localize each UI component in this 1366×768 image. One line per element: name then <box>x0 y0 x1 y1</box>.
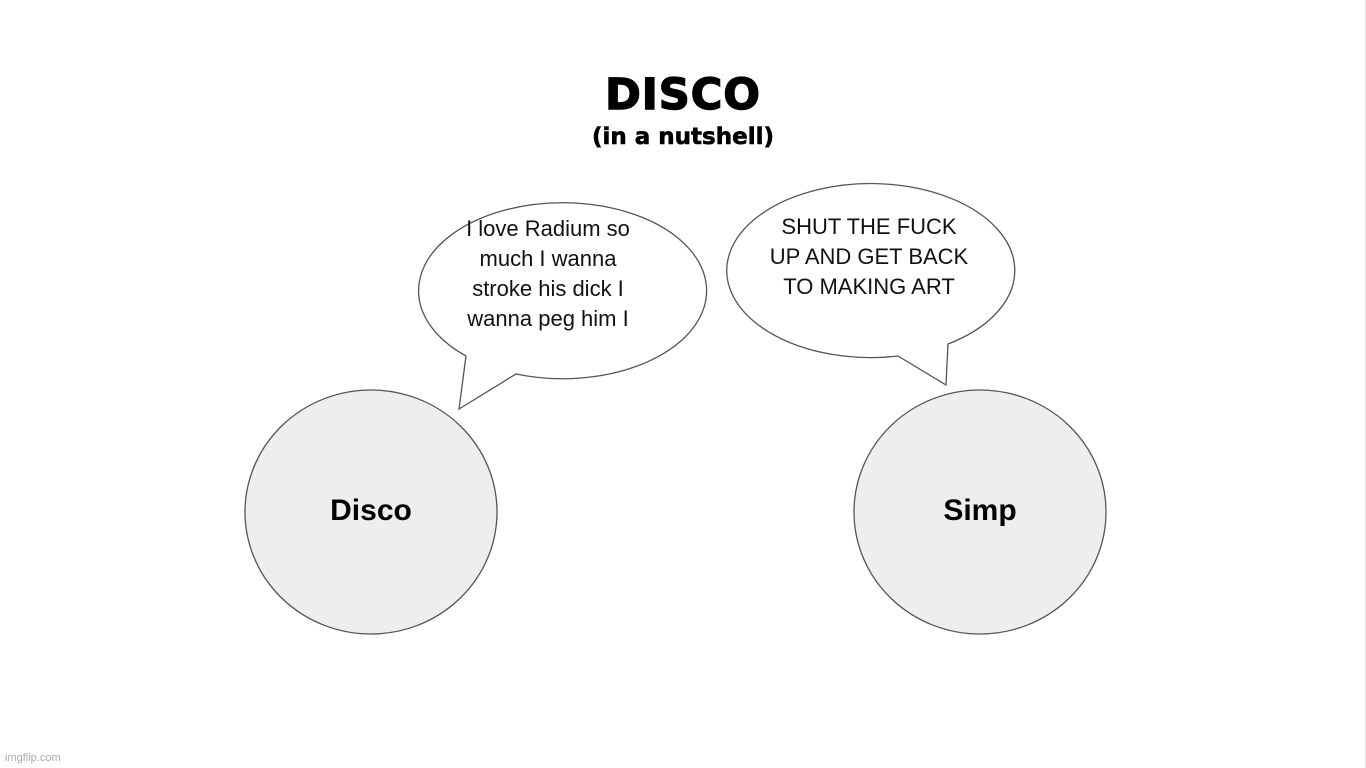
character-label-simp: Simp <box>943 494 1017 527</box>
character-circle-disco <box>244 389 498 635</box>
watermark: imgflip.com <box>5 752 61 764</box>
character-circle-simp <box>853 389 1107 635</box>
bubble-text-disco: I love Radium so much I wanna stroke his… <box>466 216 630 331</box>
bubble-text-simp: SHUT THE FUCK UP AND GET BACK TO MAKING … <box>769 214 969 299</box>
speech-bubble-simp <box>726 182 1016 387</box>
meme-title: DISCO <box>604 69 761 121</box>
character-label-disco: Disco <box>330 494 412 527</box>
speech-bubble-disco <box>417 202 708 411</box>
meme-subtitle: (in a nutshell) <box>592 124 775 151</box>
